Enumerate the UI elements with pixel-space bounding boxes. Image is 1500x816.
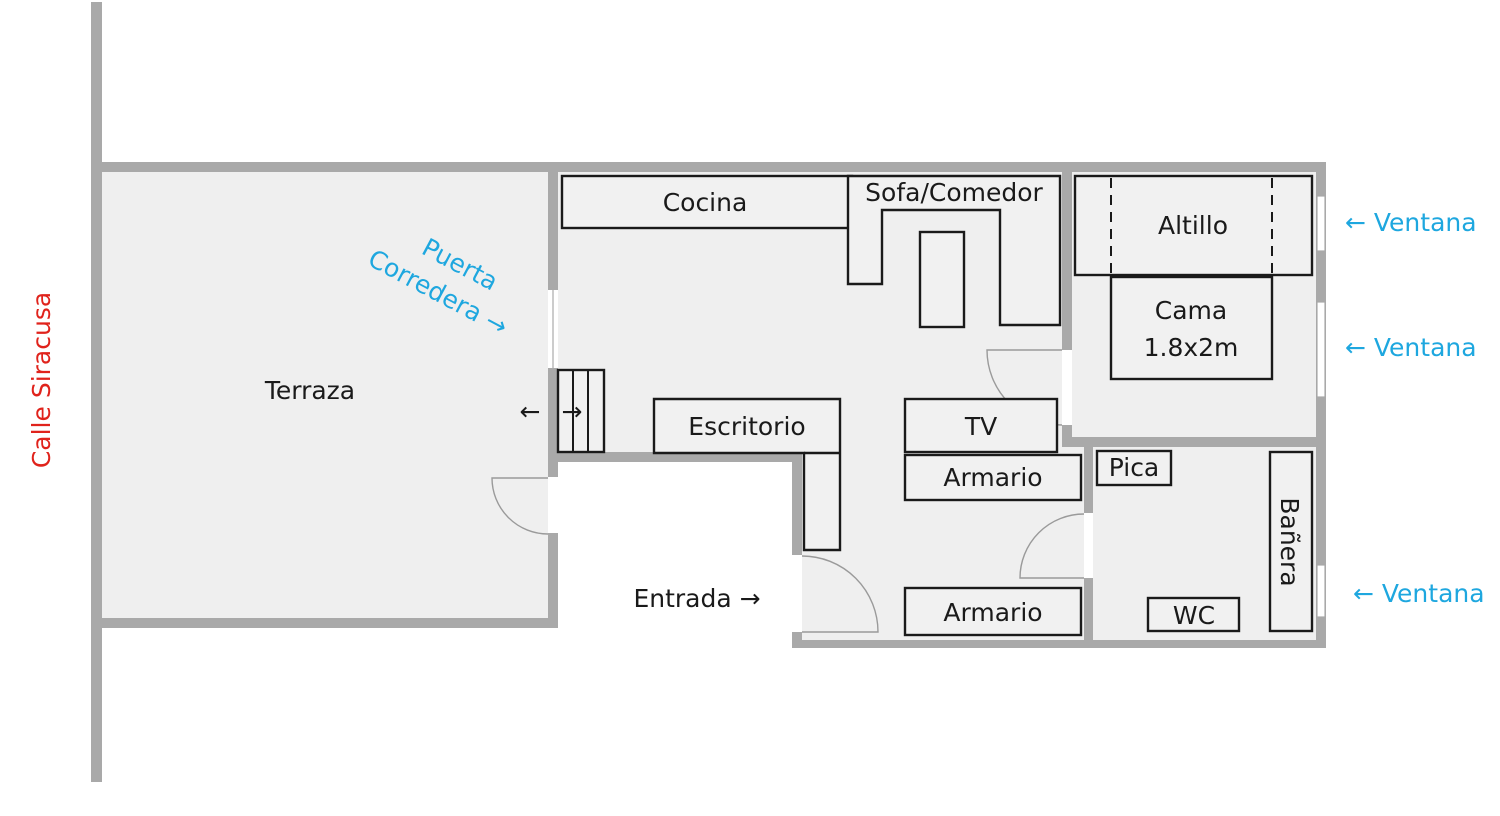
terraza-floor <box>102 170 554 622</box>
window-3-gap <box>1316 564 1326 618</box>
banera <box>1268 450 1314 633</box>
sofa-comedor-label: Sofa/Comedor <box>865 178 1043 207</box>
pica-label: Pica <box>1109 453 1160 482</box>
tv-stand <box>903 397 1059 454</box>
window-2-gap <box>1316 301 1326 398</box>
arrow-left-icon: ← <box>520 397 541 426</box>
wall-top <box>548 162 1326 172</box>
wall-bottom <box>792 640 1326 648</box>
cocina-label: Cocina <box>663 188 748 217</box>
arrow-right-icon: → <box>562 397 583 426</box>
wall-bath-top <box>1062 437 1326 447</box>
entrada-label: Entrada → <box>633 584 760 613</box>
wall-entry-left <box>792 452 802 648</box>
cama-label-1: Cama <box>1155 296 1227 325</box>
armario-1 <box>903 453 1083 502</box>
terraza-wall-right <box>548 162 558 628</box>
banera-label: Bañera <box>1275 497 1304 586</box>
wc <box>1146 596 1241 633</box>
terraza-wall-bottom <box>102 618 558 628</box>
cocina-counter <box>560 174 854 230</box>
entry-door-swing <box>801 555 879 633</box>
bath-door-swing <box>1019 513 1085 579</box>
wc-label: WC <box>1173 601 1215 630</box>
cama <box>1109 275 1274 381</box>
armario-1-label: Armario <box>943 463 1042 492</box>
window-label-3: ← Ventana <box>1353 579 1485 608</box>
armario-2 <box>903 586 1083 637</box>
window-label-1: ← Ventana <box>1345 208 1477 237</box>
pica <box>1095 449 1173 487</box>
terraza-label: Terraza <box>264 376 355 405</box>
armario-2-label: Armario <box>943 598 1042 627</box>
street-line <box>91 2 102 782</box>
window-label-2: ← Ventana <box>1345 333 1477 362</box>
street-label: Calle Siracusa <box>27 292 56 468</box>
altillo-label: Altillo <box>1158 211 1228 240</box>
wall-bedroom-left <box>1062 162 1072 447</box>
bedroom-door-opening <box>1062 350 1072 425</box>
escritorio-label: Escritorio <box>688 412 805 441</box>
terraza-door-opening <box>548 477 558 533</box>
stairs <box>556 368 606 454</box>
terraza-wall-top <box>102 162 558 172</box>
dining-table <box>918 230 966 329</box>
sofa-comedor <box>846 174 1062 327</box>
escritorio <box>652 397 842 552</box>
terraza-door-swing <box>491 477 549 535</box>
wall-right <box>1316 162 1326 648</box>
tv-label: TV <box>964 412 997 441</box>
entry-door-opening <box>792 555 802 632</box>
cama-label-2: 1.8x2m <box>1144 333 1239 362</box>
bath-door-opening <box>1084 513 1093 578</box>
window-1-gap <box>1316 195 1326 252</box>
wall-escritorio-bottom <box>548 452 802 462</box>
altillo <box>1073 174 1314 277</box>
